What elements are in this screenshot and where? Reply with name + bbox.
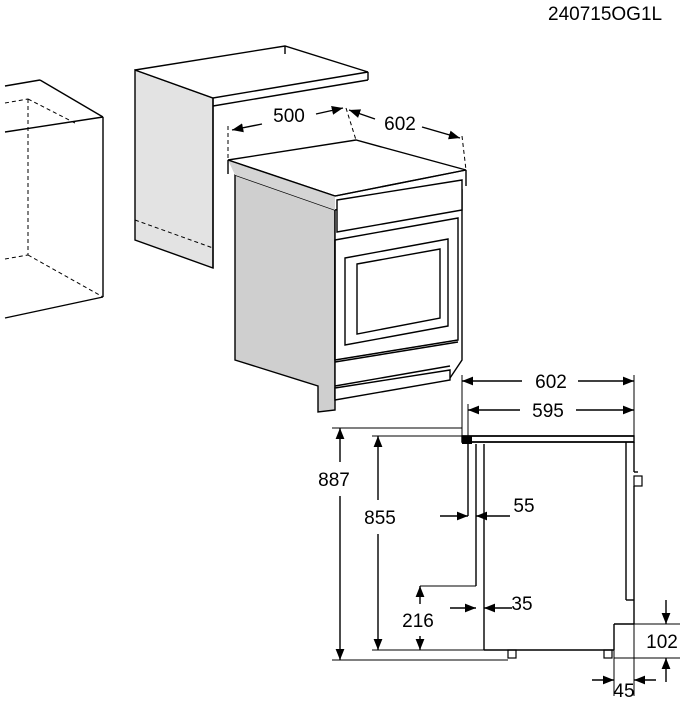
dim-102-label: 102: [646, 632, 678, 653]
dim-55: 55: [440, 496, 535, 521]
dim-602-top-label: 602: [384, 114, 416, 135]
dim-216-label: 216: [402, 611, 434, 632]
dim-887-label: 887: [318, 470, 350, 491]
left-cabinet: [4, 79, 104, 319]
dim-45-label: 45: [613, 681, 634, 700]
dim-602-side-label: 602: [535, 372, 567, 393]
cooker: [227, 139, 467, 413]
side-profile: [461, 435, 643, 659]
dim-35: 35: [450, 594, 533, 615]
back-cabinet: [134, 45, 369, 269]
dim-102: 102: [614, 600, 680, 682]
dim-35-label: 35: [511, 594, 532, 615]
dim-602-side: 602: [461, 372, 635, 436]
dim-216: 216: [402, 585, 468, 650]
perspective-extension-lines: [227, 107, 467, 171]
dim-602-top: 602: [348, 109, 461, 140]
dim-55-label: 55: [513, 496, 534, 517]
dim-500: 500: [231, 106, 344, 133]
dim-595: 595: [467, 401, 634, 436]
dim-595-label: 595: [532, 401, 564, 422]
dim-45: 45: [592, 624, 656, 702]
dim-500-label: 500: [273, 106, 305, 127]
dim-855: 855: [364, 435, 484, 651]
dim-855-label: 855: [364, 508, 396, 529]
dim-887: 887: [318, 427, 508, 661]
figure-code: 240715OG1L: [548, 4, 662, 25]
